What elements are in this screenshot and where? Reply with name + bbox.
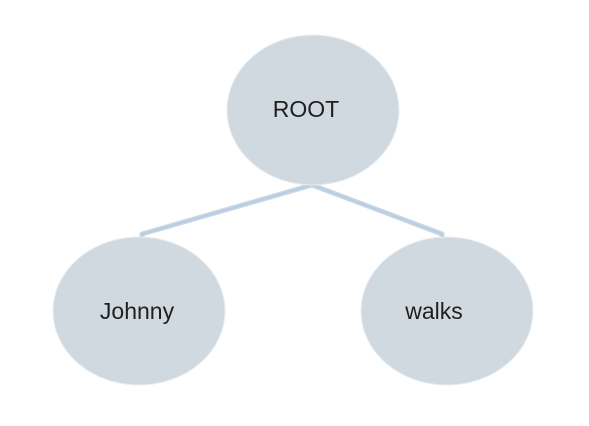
node-johnny-label: Johnny bbox=[100, 298, 175, 324]
node-johnny[interactable]: Johnny bbox=[52, 236, 226, 386]
node-walks[interactable]: walks bbox=[360, 236, 534, 386]
edge-root-to-johnny bbox=[139, 182, 315, 243]
node-root-label: ROOT bbox=[273, 96, 339, 122]
node-walks-shape bbox=[360, 236, 534, 386]
node-root[interactable]: ROOT bbox=[226, 34, 400, 186]
node-walks-label: walks bbox=[404, 298, 463, 324]
edge-root-to-walks bbox=[309, 182, 445, 243]
node-johnny-shape bbox=[52, 236, 226, 386]
node-root-shape bbox=[226, 34, 400, 186]
